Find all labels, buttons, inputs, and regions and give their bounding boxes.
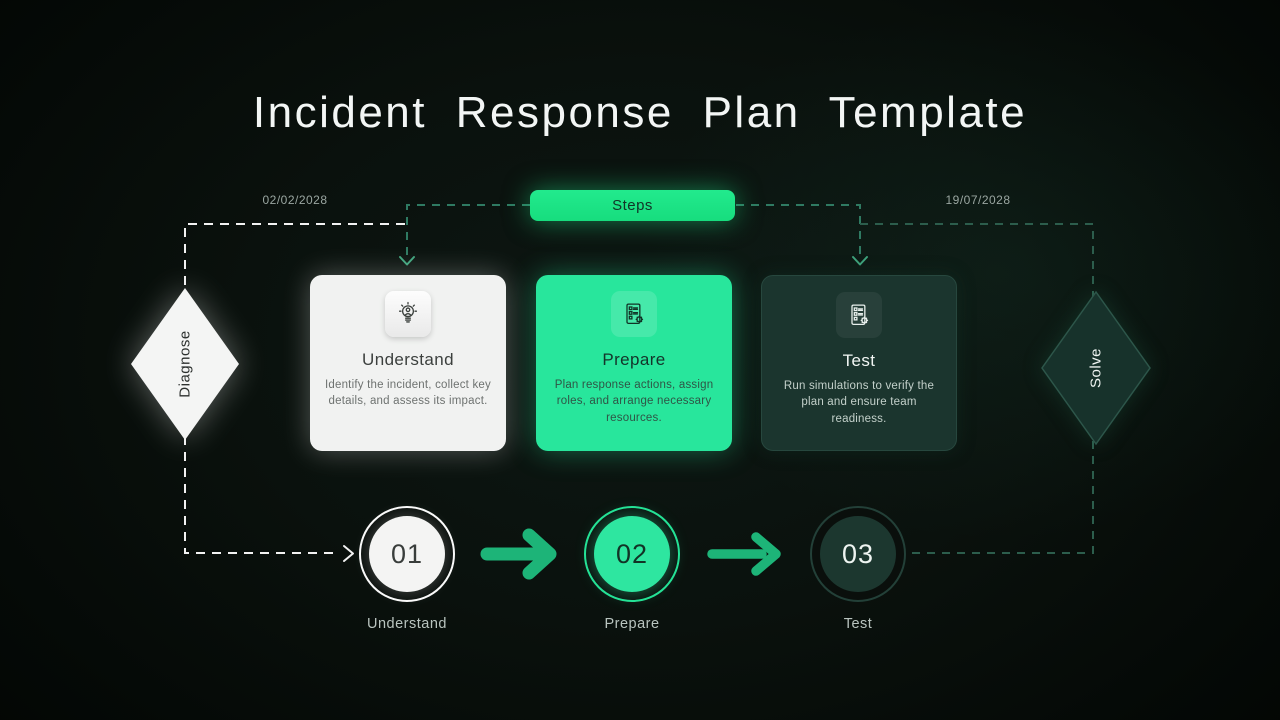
step-circle-01: 01	[359, 506, 455, 602]
diagnose-diamond: Diagnose	[129, 286, 241, 442]
card-understand: Understand Identify the incident, collec…	[310, 275, 506, 451]
step-number: 03	[820, 516, 896, 592]
idea-lightbulb-icon	[385, 291, 431, 337]
step-label-test: Test	[843, 616, 873, 632]
date-label-right: 19/07/2028	[945, 193, 1011, 207]
card-prepare: Prepare Plan response actions, assign ro…	[536, 275, 732, 451]
card-title: Understand	[362, 350, 454, 369]
diamond-shape	[1041, 290, 1151, 446]
card-description: Plan response actions, assign roles, and…	[554, 379, 714, 424]
step-number: 01	[369, 516, 445, 592]
solve-diamond: Solve	[1040, 290, 1152, 446]
card-test: Test Run simulations to verify the plan …	[761, 275, 957, 451]
arrow-right-icon	[707, 532, 781, 576]
card-title: Prepare	[602, 350, 666, 369]
slide-title: Incident Response Plan Template	[252, 88, 1028, 137]
step-label-understand: Understand	[367, 616, 447, 632]
arrow-right-icon	[480, 528, 557, 580]
checklist-gear-icon	[611, 291, 657, 337]
solve-label: Solve	[1087, 347, 1105, 389]
card-title: Test	[842, 351, 876, 370]
steps-badge-label: Steps	[612, 197, 653, 214]
step-label-prepare: Prepare	[604, 616, 660, 632]
step-circle-02: 02	[584, 506, 680, 602]
step-number: 02	[594, 516, 670, 592]
date-label-left: 02/02/2028	[262, 193, 328, 207]
checklist-gear-icon	[836, 292, 882, 338]
step-circle-03: 03	[810, 506, 906, 602]
diamond-shape	[131, 288, 239, 440]
steps-badge: Steps	[530, 190, 735, 221]
card-description: Identify the incident, collect key detai…	[325, 379, 491, 408]
diagnose-label: Diagnose	[176, 330, 194, 398]
card-description: Run simulations to verify the plan and e…	[783, 380, 935, 425]
